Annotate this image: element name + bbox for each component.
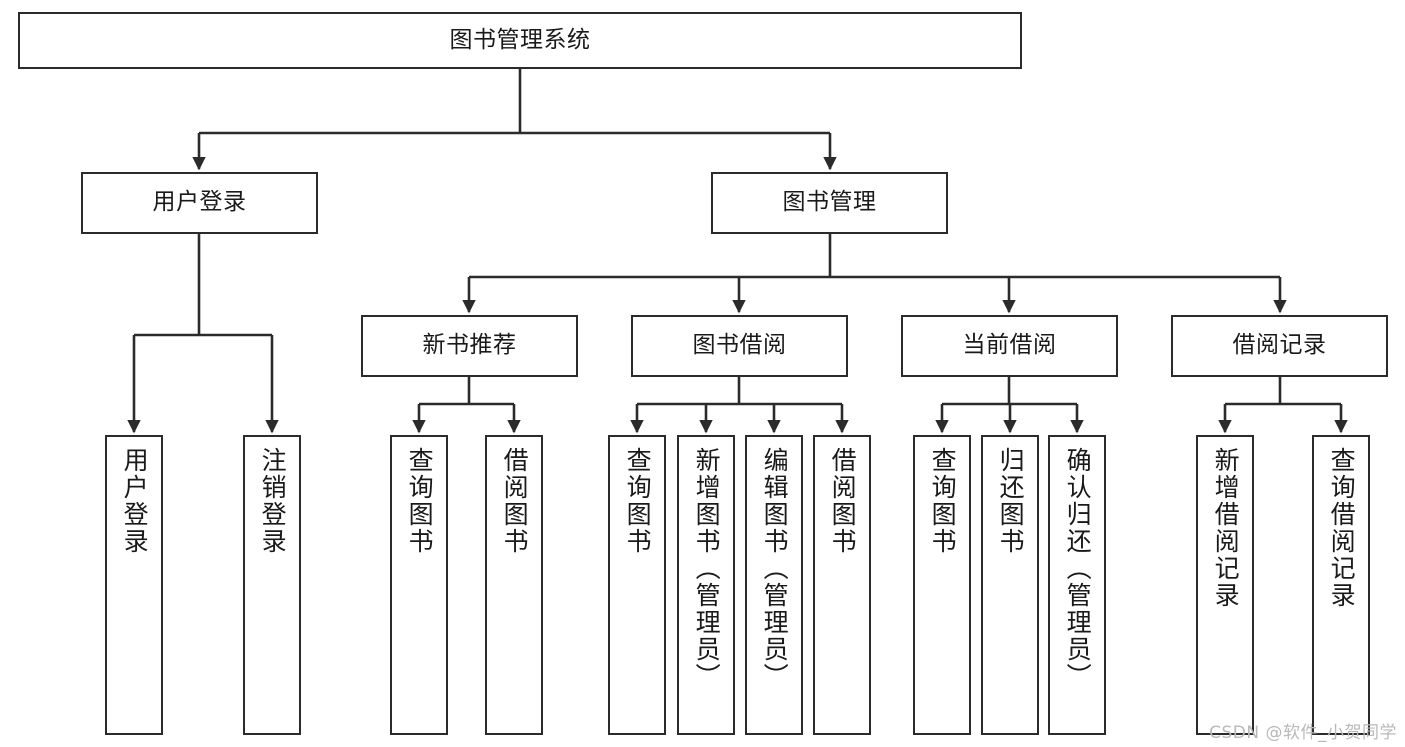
node-label: 归还图书 bbox=[996, 447, 1026, 555]
node-label: 当前借阅 bbox=[962, 332, 1057, 359]
node-label: 用户登录 bbox=[152, 189, 247, 216]
node-label: 查询图书 bbox=[928, 447, 958, 555]
node-leaf-add-borrow-record[interactable]: 新增借阅记录 bbox=[1196, 435, 1254, 735]
node-leaf-return-book[interactable]: 归还图书 bbox=[981, 435, 1039, 735]
node-leaf-query-book-borrow[interactable]: 查询图书 bbox=[608, 435, 666, 735]
node-label: 图书管理系统 bbox=[449, 26, 591, 53]
node-label: 新增借阅记录 bbox=[1211, 447, 1241, 609]
node-root-system[interactable]: 图书管理系统 bbox=[18, 12, 1022, 69]
node-label: 查询借阅记录 bbox=[1327, 447, 1357, 609]
node-current-borrow[interactable]: 当前借阅 bbox=[901, 315, 1118, 377]
node-borrow-record[interactable]: 借阅记录 bbox=[1171, 315, 1388, 377]
node-book-borrow[interactable]: 图书借阅 bbox=[631, 315, 848, 377]
node-label: 新书推荐 bbox=[422, 332, 517, 359]
node-label: 借阅图书 bbox=[500, 447, 530, 555]
node-label: 图书管理 bbox=[782, 189, 877, 216]
node-leaf-user-login[interactable]: 用户登录 bbox=[105, 435, 163, 735]
node-label: 确认归还（管理员） bbox=[1063, 447, 1093, 690]
node-leaf-user-logout[interactable]: 注销登录 bbox=[243, 435, 301, 735]
node-leaf-add-book[interactable]: 新增图书（管理员） bbox=[677, 435, 735, 735]
node-label: 注销登录 bbox=[258, 447, 288, 555]
node-leaf-borrow-book-recommend[interactable]: 借阅图书 bbox=[485, 435, 543, 735]
node-leaf-query-borrow-record[interactable]: 查询借阅记录 bbox=[1312, 435, 1370, 735]
node-leaf-edit-book[interactable]: 编辑图书（管理员） bbox=[745, 435, 803, 735]
node-leaf-query-book-recommend[interactable]: 查询图书 bbox=[390, 435, 448, 735]
node-user-login[interactable]: 用户登录 bbox=[81, 172, 318, 234]
node-new-book-recommend[interactable]: 新书推荐 bbox=[361, 315, 578, 377]
node-label: 借阅记录 bbox=[1232, 332, 1327, 359]
node-leaf-borrow-book[interactable]: 借阅图书 bbox=[813, 435, 871, 735]
node-label: 借阅图书 bbox=[828, 447, 858, 555]
node-label: 图书借阅 bbox=[692, 332, 787, 359]
node-book-manage[interactable]: 图书管理 bbox=[711, 172, 948, 234]
node-label: 用户登录 bbox=[120, 447, 150, 555]
node-leaf-query-book-current[interactable]: 查询图书 bbox=[913, 435, 971, 735]
node-label: 新增图书（管理员） bbox=[692, 447, 722, 690]
node-label: 查询图书 bbox=[405, 447, 435, 555]
node-label: 编辑图书（管理员） bbox=[760, 447, 790, 690]
watermark: CSDN @软件_小贺同学 bbox=[1209, 723, 1397, 743]
node-label: 查询图书 bbox=[623, 447, 653, 555]
node-leaf-confirm-return[interactable]: 确认归还（管理员） bbox=[1048, 435, 1106, 735]
